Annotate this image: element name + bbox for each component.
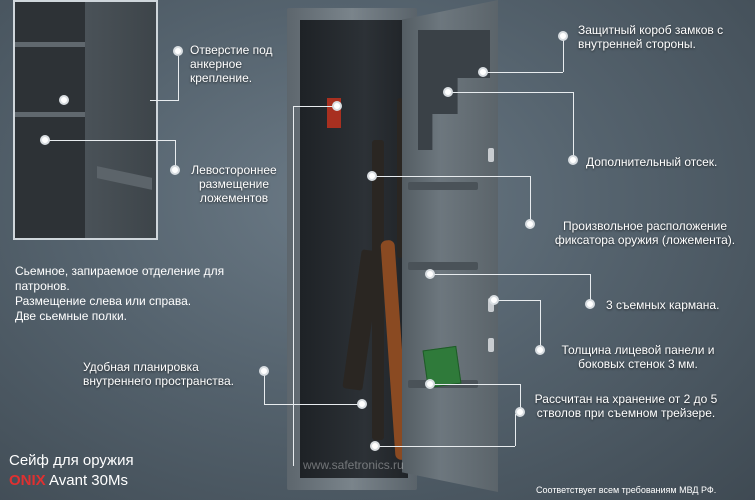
- feature-item: Сьемное, запираемое отделение для патрон…: [15, 264, 225, 293]
- model-name: Avant 30Ms: [49, 472, 128, 489]
- feature-item: Размещение слева или справа.: [15, 294, 192, 308]
- callout-marker: [59, 95, 69, 105]
- callout-marker: [515, 407, 525, 417]
- callout-marker: [535, 345, 545, 355]
- callout-line: [515, 414, 516, 446]
- callout-line: [150, 100, 178, 101]
- product-name: ONIX Avant 30Ms: [9, 472, 128, 489]
- callout-marker: [489, 295, 499, 305]
- callout-layout: Удобная планировка внутреннего пространс…: [83, 360, 234, 388]
- callout-line: [494, 300, 540, 301]
- rifle: [372, 140, 384, 440]
- callout-marker: [558, 31, 568, 41]
- hinge: [488, 338, 494, 352]
- callout-line: [293, 106, 294, 466]
- callout-line: [573, 92, 574, 160]
- callout-anchor-hole: Отверстие под анкерное крепление.: [190, 43, 273, 85]
- shotgun-barrel: [397, 98, 403, 258]
- callout-line: [430, 274, 590, 275]
- callout-lock-box: Защитный короб замков с внутренней сторо…: [578, 23, 724, 51]
- callout-marker: [367, 171, 377, 181]
- hinge: [488, 298, 494, 312]
- callout-line: [448, 92, 573, 93]
- callout-marker: [332, 101, 342, 111]
- callout-line: [590, 274, 591, 304]
- callout-thickness: Толщина лицевой панели и боковых стенок …: [561, 343, 715, 371]
- product-caption: Сейф для оружия: [9, 452, 134, 469]
- callout-marker: [173, 46, 183, 56]
- callout-line: [483, 72, 563, 73]
- compliance-note: Соответствует всем требованиям МВД РФ.: [536, 485, 717, 495]
- callout-marker: [259, 366, 269, 376]
- callout-marker: [478, 67, 488, 77]
- callout-marker: [170, 165, 180, 175]
- callout-pockets: 3 съемных кармана.: [606, 298, 720, 312]
- callout-line: [540, 300, 541, 350]
- callout-marker: [425, 269, 435, 279]
- callout-marker: [568, 155, 578, 165]
- door-rack: [408, 262, 478, 270]
- callout-marker: [425, 379, 435, 389]
- callout-marker: [357, 399, 367, 409]
- callout-line: [430, 384, 520, 385]
- callout-line: [530, 176, 531, 224]
- feature-list: Сьемное, запираемое отделение для патрон…: [15, 264, 255, 324]
- callout-marker: [525, 219, 535, 229]
- callout-left-mount: Левостороннее размещение ложементов: [191, 163, 277, 205]
- hinge: [488, 148, 494, 162]
- callout-marker: [585, 299, 595, 309]
- brand-name: ONIX: [9, 472, 46, 489]
- callout-marker: [40, 135, 50, 145]
- watermark: www.safetronics.ru: [303, 458, 404, 472]
- callout-marker: [443, 87, 453, 97]
- callout-line: [372, 176, 530, 177]
- callout-capacity: Рассчитан на хранение от 2 до 5 стволов …: [534, 392, 718, 420]
- callout-line: [375, 446, 515, 447]
- inset-shelf: [15, 42, 85, 47]
- callout-line: [293, 106, 337, 107]
- feature-item: Две сьемные полки.: [15, 309, 128, 323]
- inset-door: [85, 2, 156, 238]
- inset-photo: [13, 0, 158, 240]
- callout-line: [520, 384, 521, 412]
- callout-line: [178, 56, 179, 101]
- callout-line: [563, 36, 564, 72]
- callout-line: [175, 140, 176, 170]
- callout-line: [45, 140, 175, 141]
- callout-holder-position: Произвольное расположение фиксатора оруж…: [554, 219, 736, 247]
- callout-line: [264, 404, 362, 405]
- door-rack: [408, 182, 478, 190]
- inset-shelf: [15, 112, 85, 117]
- callout-marker: [370, 441, 380, 451]
- callout-extra-compartment: Дополнительный отсек.: [586, 155, 718, 169]
- callout-line: [264, 372, 265, 404]
